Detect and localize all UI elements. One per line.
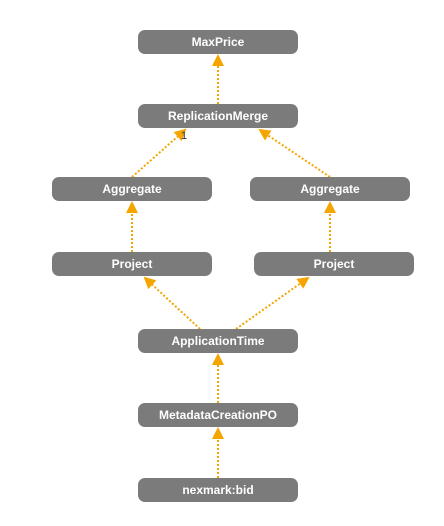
node-label: MetadataCreationPO — [159, 408, 277, 422]
node-box[interactable] — [52, 177, 212, 201]
node-box[interactable] — [138, 30, 298, 54]
node-metadatacreationpo[interactable]: MetadataCreationPO — [138, 403, 298, 427]
node-label: ApplicationTime — [171, 334, 264, 348]
node-label: ReplicationMerge — [168, 109, 268, 123]
edge-aggregate-right-to-replicationmerge — [258, 128, 331, 178]
node-box[interactable] — [138, 478, 298, 502]
edges: 1 — [126, 54, 336, 478]
edge-applicationtime-to-project-right — [235, 276, 310, 330]
node-project-right[interactable]: Project — [254, 252, 414, 276]
node-nexmark-bid[interactable]: nexmark:bid — [138, 478, 298, 502]
node-label: Project — [112, 257, 153, 271]
node-applicationtime[interactable]: ApplicationTime — [138, 329, 298, 353]
node-aggregate-left[interactable]: Aggregate — [52, 177, 212, 201]
edge-aggregate-left-to-replicationmerge — [131, 128, 187, 178]
node-box[interactable] — [138, 403, 298, 427]
node-aggregate-right[interactable]: Aggregate — [250, 177, 410, 201]
node-project-left[interactable]: Project — [52, 252, 212, 276]
node-maxprice[interactable]: MaxPrice — [138, 30, 298, 54]
node-replicationmerge[interactable]: ReplicationMerge — [138, 104, 298, 128]
node-box[interactable] — [254, 252, 414, 276]
node-label: Project — [314, 257, 355, 271]
node-box[interactable] — [138, 104, 298, 128]
node-box[interactable] — [52, 252, 212, 276]
node-box[interactable] — [250, 177, 410, 201]
node-label: MaxPrice — [192, 35, 245, 49]
edge-label: 1 — [181, 130, 187, 142]
edge-applicationtime-to-project-left — [143, 276, 201, 330]
node-label: Aggregate — [102, 182, 162, 196]
node-box[interactable] — [138, 329, 298, 353]
node-label: nexmark:bid — [182, 483, 253, 497]
node-label: Aggregate — [300, 182, 360, 196]
